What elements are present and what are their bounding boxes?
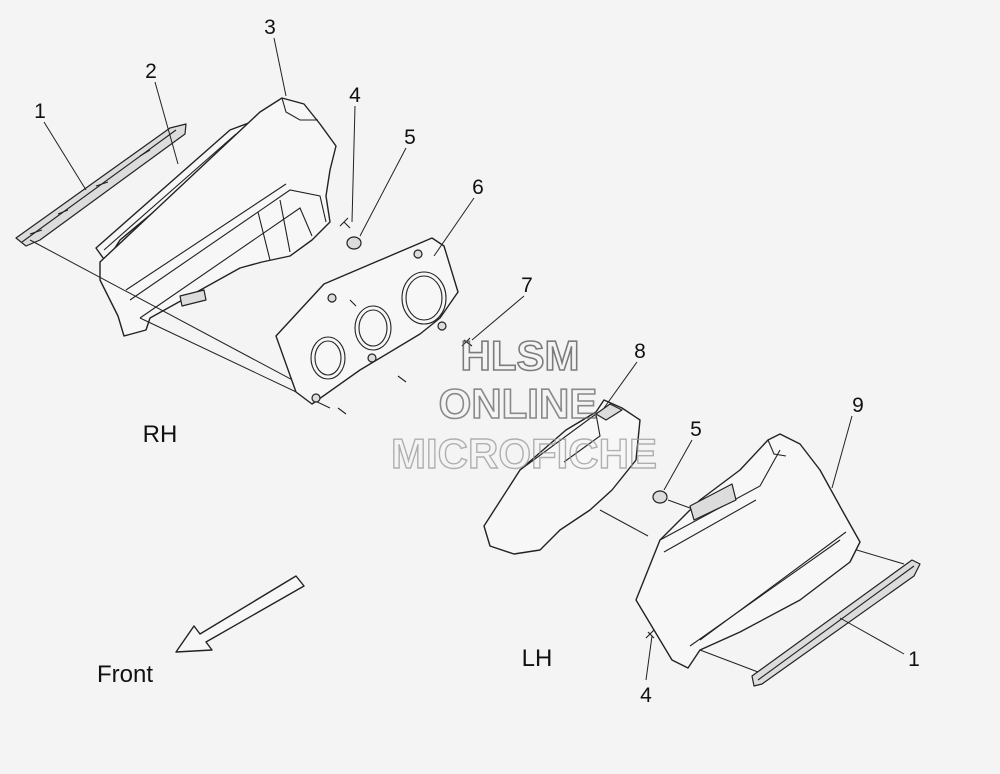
- lh-screw-part-4: [645, 629, 655, 639]
- screw-part-7: [461, 337, 473, 347]
- callout-leader-lines: [43, 37, 905, 681]
- gauge-plate-part-6: [275, 237, 459, 415]
- watermark-line-1: HLSM: [461, 332, 580, 379]
- rh-grommet-part-5: [346, 236, 362, 250]
- callout-4-lh: 4: [640, 684, 652, 707]
- rh-housing-part-3: [99, 97, 337, 337]
- lh-grommet-part-5: [652, 490, 668, 504]
- callout-2: 2: [145, 60, 157, 83]
- callout-4-rh: 4: [349, 84, 361, 107]
- rh-screw-part-4: [339, 217, 351, 229]
- lh-label: LH: [522, 645, 553, 672]
- callout-9: 9: [852, 394, 864, 417]
- front-arrow-icon: [175, 575, 305, 653]
- watermark-line-3: MICROFICHE: [391, 430, 657, 477]
- rh-label: RH: [143, 421, 178, 448]
- callout-6: 6: [472, 176, 484, 199]
- callout-3: 3: [264, 16, 276, 39]
- lh-trim-strip-part-1: [751, 559, 921, 687]
- callout-1-rh: 1: [34, 100, 46, 123]
- watermark: HLSM ONLINE MICROFICHE: [390, 331, 657, 478]
- callout-7: 7: [521, 274, 533, 297]
- lh-alignment-lines: [599, 499, 905, 673]
- watermark-line-2: ONLINE: [439, 380, 598, 427]
- lh-housing-part-9: [635, 433, 861, 669]
- callout-5-rh: 5: [404, 126, 416, 149]
- rh-trim-strip-part-1: [15, 123, 187, 247]
- lh-cover-part-8: [483, 399, 641, 555]
- front-label: Front: [97, 661, 153, 688]
- callout-5-lh: 5: [690, 418, 702, 441]
- callout-1-lh: 1: [908, 648, 920, 671]
- callout-8: 8: [634, 340, 646, 363]
